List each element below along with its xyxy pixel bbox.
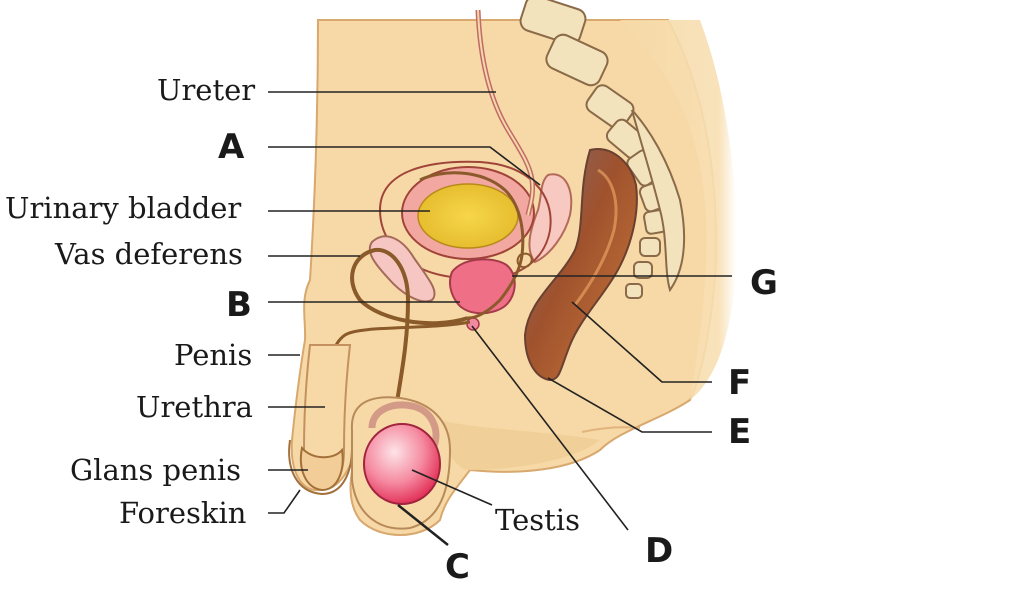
leader-a [268,146,541,186]
label-ureter: Ureter [157,73,256,107]
label-a: A [218,127,245,167]
prostate-gland [449,258,516,315]
glans-penis [300,445,344,492]
ureter-highlight [477,9,534,216]
label-f: F [728,363,752,403]
leader-d [471,325,629,531]
urine-contents [417,183,519,249]
leader-testis [411,469,493,506]
leader-lines [268,91,732,546]
leader-e [547,377,712,433]
label-glans-penis: Glans penis [70,453,242,487]
label-foreskin: Foreskin [119,496,247,530]
label-urethra: Urethra [136,390,253,424]
perineum-shading [440,420,600,470]
label-g: G [750,263,778,303]
epididymis [368,401,440,448]
leader-foreskin [268,489,301,514]
vas-deferens-to-vesicle [419,171,525,320]
label-penis: Penis [174,338,253,372]
label-d: D [645,531,674,571]
label-e: E [728,412,752,452]
back-region [620,20,737,400]
label-vas-deferens: Vas deferens [55,237,243,271]
leader-c [397,504,449,546]
rectum-inner-fold [573,168,618,306]
rectum [523,148,638,382]
label-c: C [445,547,470,587]
ejaculatory-duct [516,252,533,268]
spine-vertebrae [519,0,686,299]
label-urinary-bladder: Urinary bladder [5,191,242,225]
testis [363,423,441,505]
leader-f [571,301,712,383]
label-b: B [226,285,252,325]
label-testis: Testis [495,503,580,537]
foreskin [288,439,353,496]
